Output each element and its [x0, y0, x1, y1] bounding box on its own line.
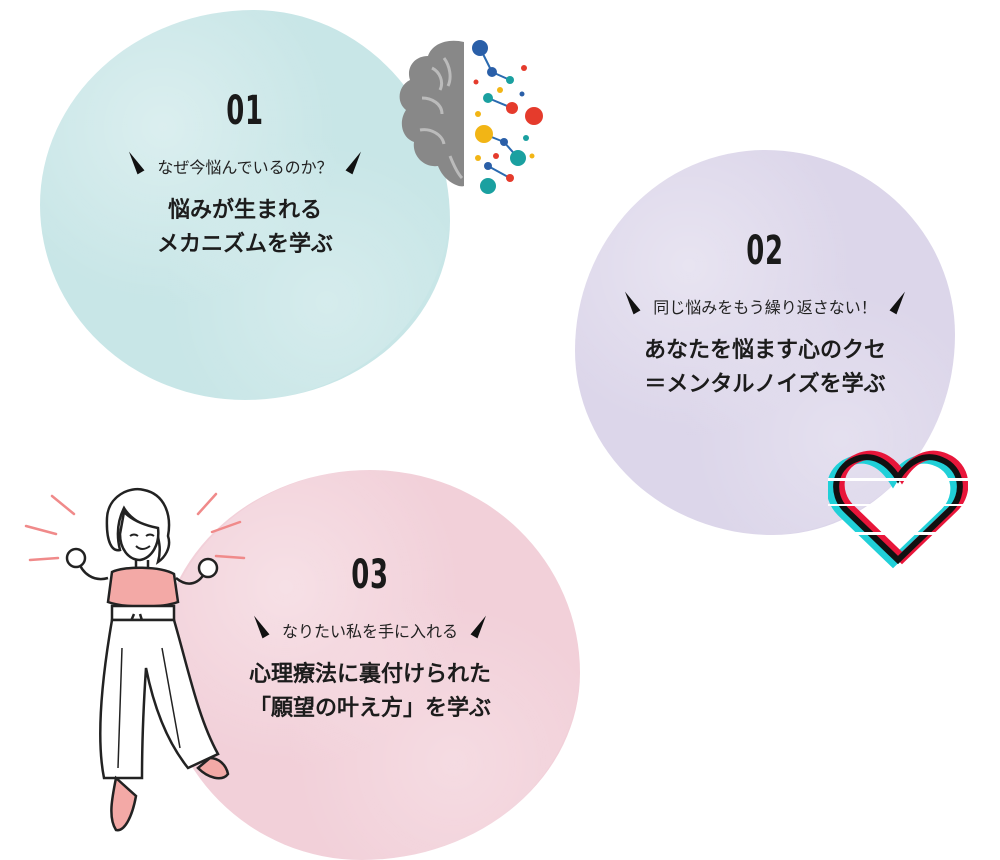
- point-card-01: 01 なぜ今悩んでいるのか？ 悩みが生まれる メカニズムを学ぶ: [90, 88, 400, 262]
- accent-mark-right-icon: [889, 289, 909, 315]
- circle-bg-03: [160, 470, 580, 860]
- point-title: あなたを悩ます心のクセ ＝メンタルノイズを学ぶ: [643, 338, 886, 397]
- point-number: 02: [746, 228, 784, 274]
- point-number: 03: [351, 552, 389, 598]
- accent-mark-right-icon: [470, 613, 490, 639]
- point-title: 心理療法に裏付けられた 「願望の叶え方」を学ぶ: [248, 662, 491, 721]
- point-card-03: 03 なりたい私を手に入れる 心理療法に裏付けられた 「願望の叶え方」を学ぶ: [200, 552, 540, 726]
- point-number: 01: [226, 88, 264, 134]
- point-subtitle: なりたい私を手に入れる: [250, 613, 490, 642]
- accent-mark-left-icon: [125, 149, 145, 175]
- accent-mark-right-icon: [345, 149, 365, 175]
- happy-woman-illustration: [24, 487, 246, 832]
- brain-icon: [399, 40, 543, 194]
- point-card-02: 02 同じ悩みをもう繰り返さない！ あなたを悩ます心のクセ ＝メンタルノイズを学…: [575, 228, 955, 402]
- glitch-heart-icon: [828, 450, 968, 569]
- circle-bg-01: [40, 10, 450, 400]
- point-subtitle: 同じ悩みをもう繰り返さない！: [621, 289, 909, 318]
- point-title: 悩みが生まれる メカニズムを学ぶ: [156, 198, 333, 257]
- point-subtitle: なぜ今悩んでいるのか？: [125, 149, 365, 178]
- accent-mark-left-icon: [621, 289, 641, 315]
